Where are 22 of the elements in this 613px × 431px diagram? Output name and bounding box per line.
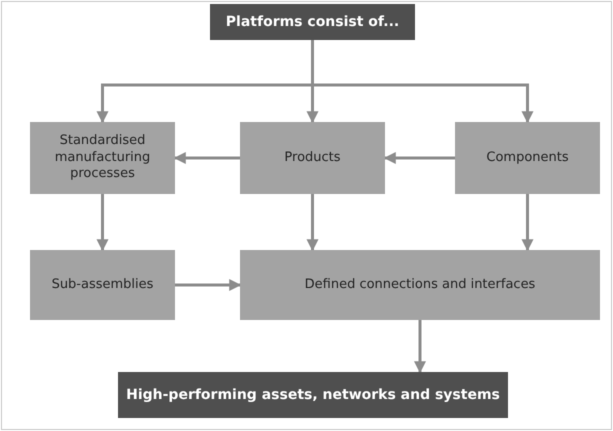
arrow xyxy=(414,320,426,374)
box-label: Defined connections and interfaces xyxy=(304,276,536,294)
arrow xyxy=(96,194,108,252)
arrow xyxy=(311,40,534,124)
box-label: Sub-assemblies xyxy=(52,276,154,294)
arrow xyxy=(384,152,455,164)
box-label: Products xyxy=(284,150,341,166)
arrow xyxy=(306,194,318,252)
process-box xyxy=(30,122,175,194)
box-label: Platforms consist of... xyxy=(226,12,400,32)
header-box xyxy=(118,372,508,418)
box-label: Standardised manufacturing processes xyxy=(54,132,152,184)
process-box xyxy=(455,122,600,194)
arrow xyxy=(175,279,242,291)
arrow xyxy=(174,152,240,164)
process-box xyxy=(240,122,385,194)
box-label: Components xyxy=(486,150,569,166)
arrow xyxy=(522,194,534,252)
process-box xyxy=(240,250,600,320)
box-label: High-performing assets, networks and systems xyxy=(126,386,500,404)
header-box xyxy=(210,4,415,40)
process-box xyxy=(30,250,175,320)
